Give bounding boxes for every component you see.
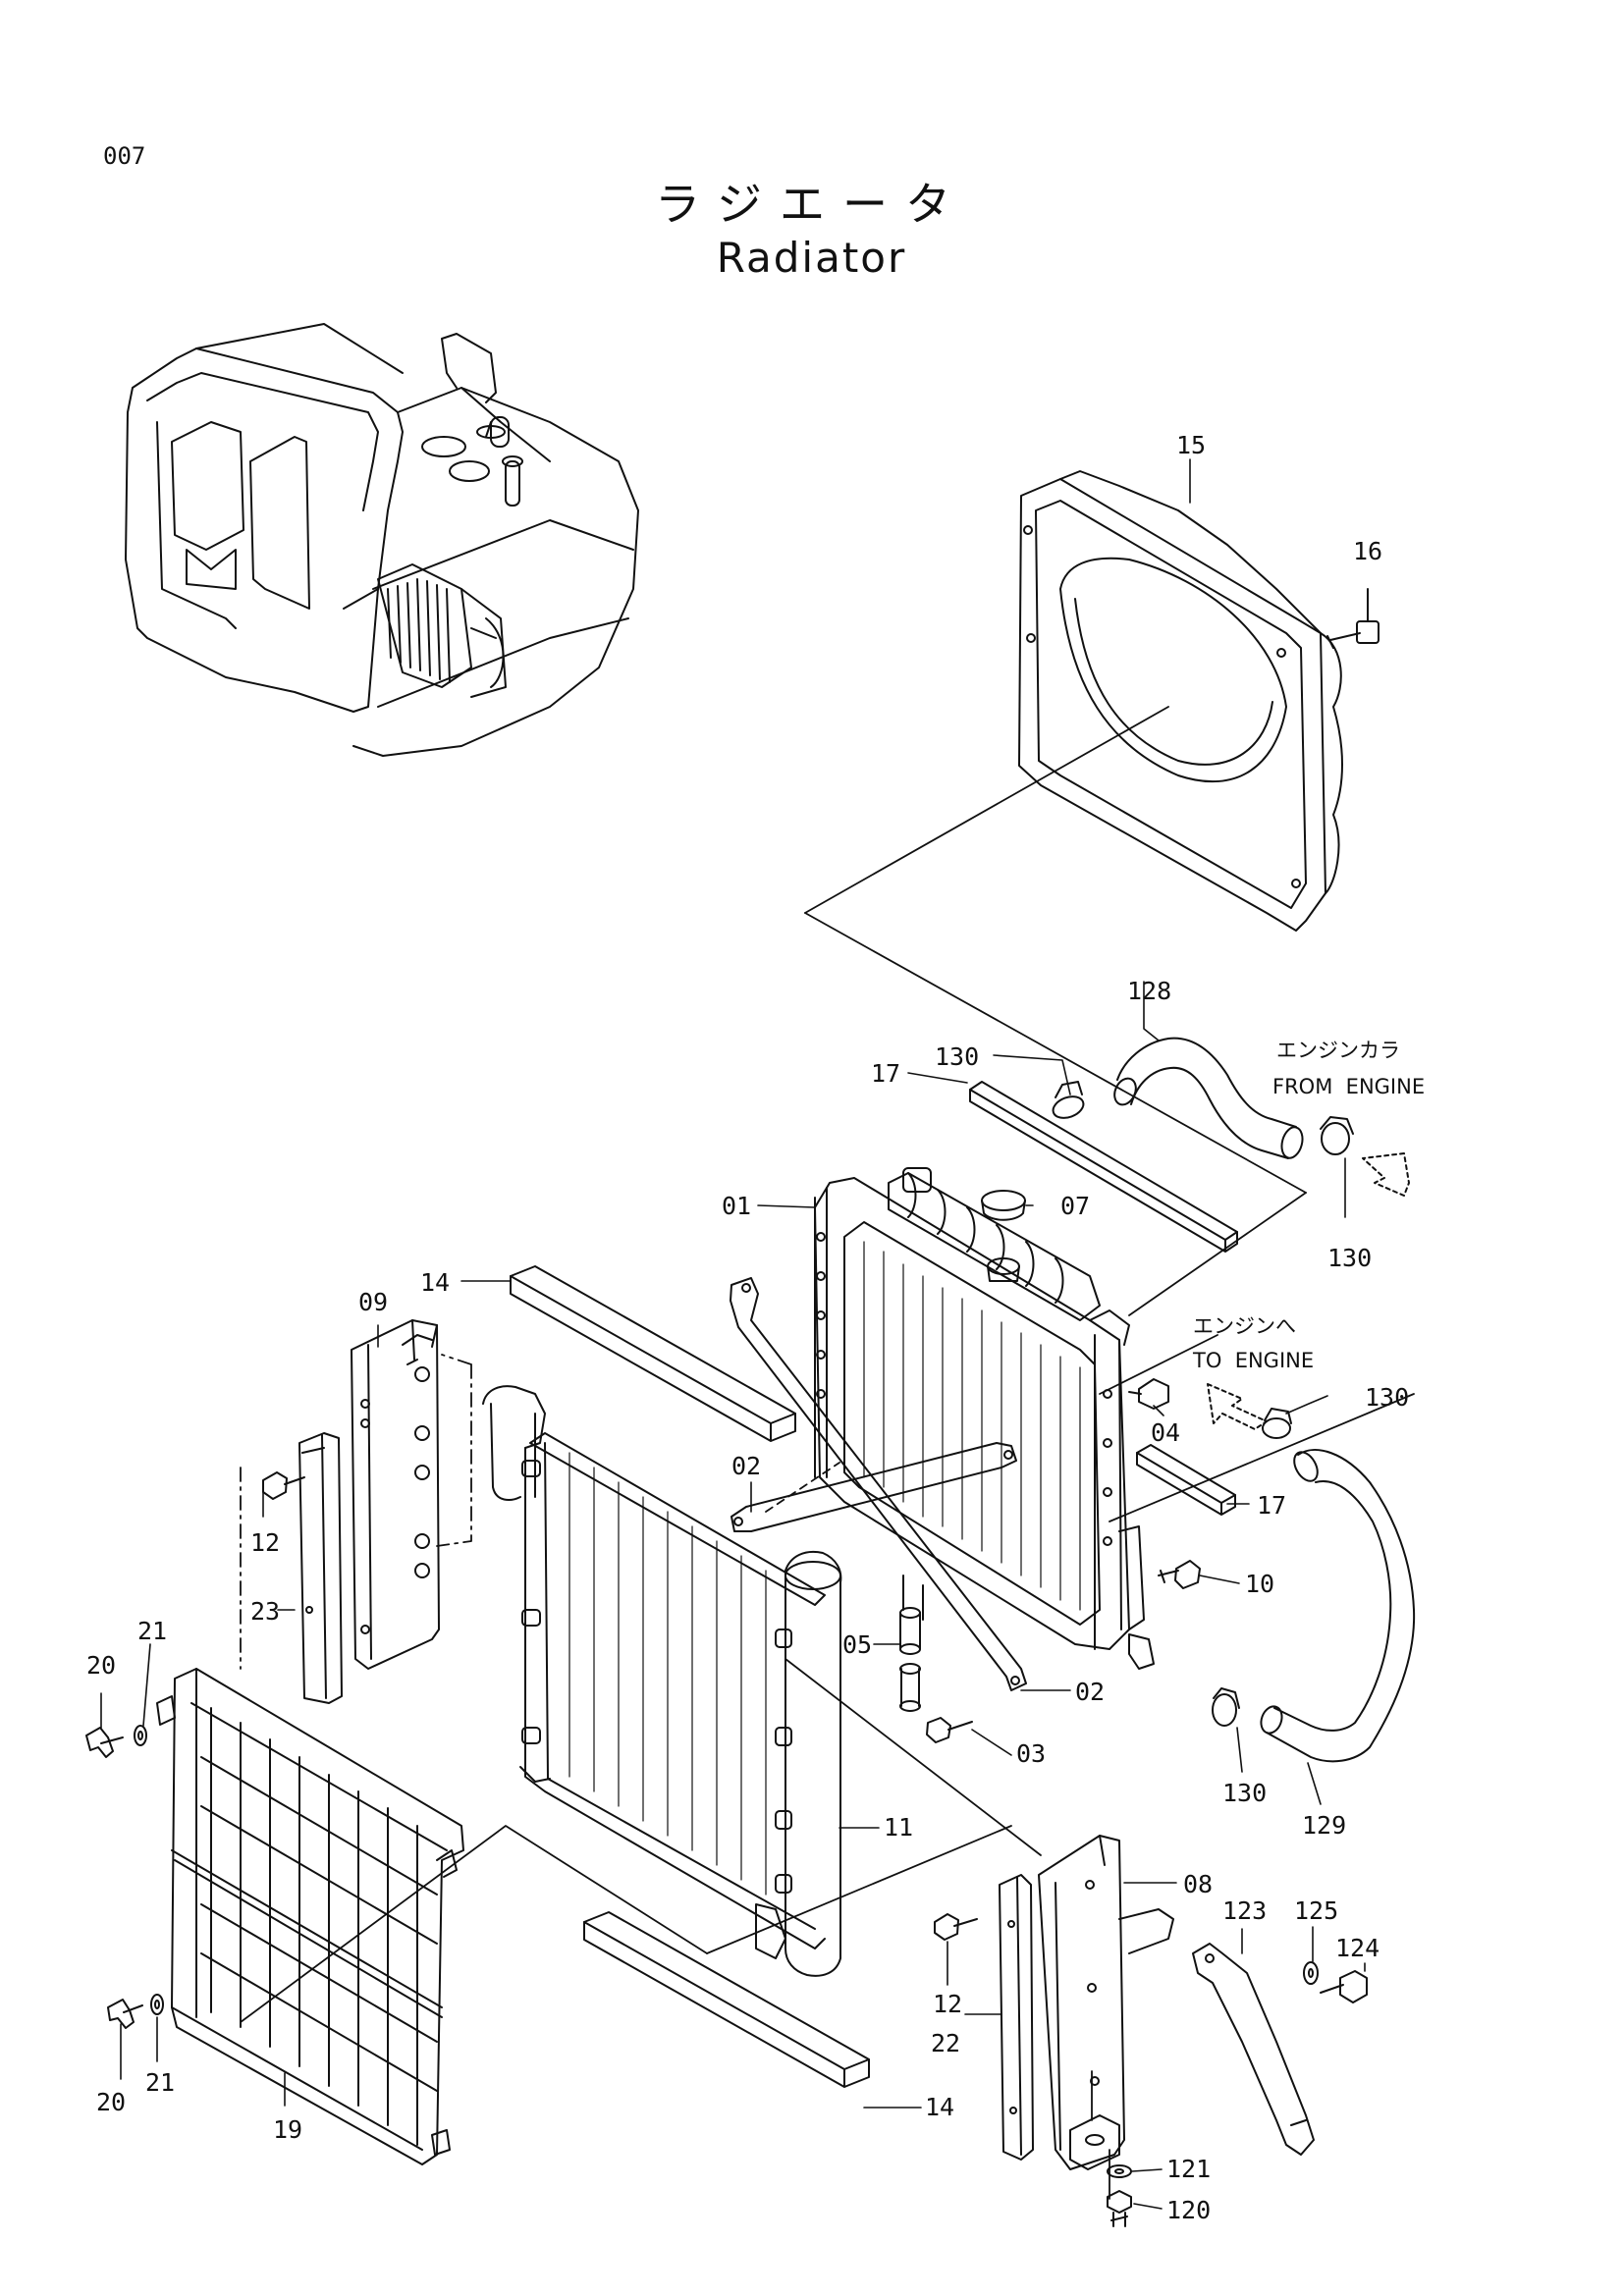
part-21-washer-lower — [150, 1994, 164, 2015]
title-japanese: ラジエータ — [654, 178, 969, 231]
callout-20-lower: 20 — [96, 2088, 126, 2116]
callout-19: 19 — [273, 2115, 302, 2144]
callout-21-lower: 21 — [145, 2068, 175, 2097]
callout-15: 15 — [1176, 431, 1206, 459]
callout-128: 128 — [1127, 977, 1171, 1005]
part-12-bolt-upper — [262, 1471, 305, 1500]
part-20-knob-lower — [107, 1999, 143, 2029]
part-130-clamp-a — [1052, 1081, 1085, 1119]
part-128-upper-hose — [1113, 1037, 1304, 1159]
part-14-seal-upper — [510, 1265, 796, 1442]
note-to-engine-jp: エンジンへ — [1193, 1314, 1296, 1338]
page-number: 007 — [103, 142, 146, 170]
callout-120: 120 — [1166, 2196, 1211, 2224]
part-10-bolt — [1158, 1560, 1201, 1589]
part-23-seal-strip — [298, 1432, 343, 1704]
flow-arrow-from-engine — [1362, 1152, 1410, 1197]
callout-05: 05 — [842, 1630, 872, 1659]
part-16-bolt — [1326, 588, 1380, 649]
part-130-clamp-b — [1320, 1116, 1354, 1155]
callout-130-bottom: 130 — [1222, 1779, 1267, 1807]
callout-02-lower: 02 — [1075, 1678, 1105, 1706]
part-01-radiator — [814, 1167, 1155, 1670]
callout-03: 03 — [1016, 1739, 1046, 1768]
callout-11: 11 — [884, 1813, 913, 1842]
title-english: Radiator — [716, 234, 907, 282]
callout-130-top: 130 — [935, 1042, 979, 1071]
part-125-washer — [1303, 1961, 1319, 1985]
note-from-engine-jp: エンジンカラ — [1276, 1039, 1400, 1062]
part-15-fan-shroud — [1018, 470, 1343, 932]
callout-14-lower: 14 — [925, 2093, 954, 2121]
callout-14-upper: 14 — [420, 1268, 450, 1297]
part-17-seal-lower — [1136, 1444, 1236, 1516]
part-121-washer — [1107, 2164, 1132, 2178]
callout-130-right: 130 — [1327, 1244, 1372, 1272]
part-20-knob-upper — [85, 1727, 124, 1758]
note-from-engine-en: FROM ENGINE — [1272, 1075, 1425, 1098]
callout-121: 121 — [1166, 2155, 1211, 2183]
callout-124: 124 — [1335, 1934, 1380, 1962]
callout-12-upper: 12 — [250, 1528, 280, 1557]
callout-125: 125 — [1294, 1896, 1338, 1925]
callout-08: 08 — [1183, 1870, 1213, 1898]
part-08-bracket — [1038, 1835, 1174, 2170]
part-05-drain-hose — [899, 1607, 921, 1712]
excavator-overview — [125, 323, 639, 757]
callout-07: 07 — [1060, 1192, 1090, 1220]
part-17-seal-upper — [969, 1081, 1238, 1253]
callout-129: 129 — [1302, 1811, 1346, 1840]
callout-23: 23 — [250, 1597, 280, 1626]
callout-leaders — [100, 458, 1366, 2210]
part-19-screen — [156, 1668, 464, 2165]
part-14-seal-lower — [583, 1911, 870, 2088]
part-21-washer-upper — [134, 1725, 147, 1746]
callout-130-mid: 130 — [1365, 1383, 1409, 1412]
part-11-oil-cooler — [482, 1385, 842, 1977]
part-130-clamp-d — [1212, 1687, 1240, 1727]
part-129-lower-hose — [1260, 1449, 1416, 1763]
callout-22: 22 — [931, 2029, 960, 2057]
part-12-bolt-lower — [934, 1913, 978, 1941]
callout-21-upper: 21 — [137, 1617, 167, 1645]
part-120-bolt — [1107, 2190, 1132, 2227]
callout-123: 123 — [1222, 1896, 1267, 1925]
callout-20-upper: 20 — [86, 1651, 116, 1680]
callout-10: 10 — [1245, 1570, 1274, 1598]
callout-09: 09 — [358, 1288, 388, 1316]
flow-arrow-to-engine — [1207, 1383, 1268, 1430]
part-22-seal-strip — [999, 1874, 1034, 2161]
note-to-engine-en: TO ENGINE — [1192, 1349, 1314, 1372]
callout-16: 16 — [1353, 537, 1382, 565]
part-123-stay — [1192, 1943, 1315, 2156]
callout-04: 04 — [1151, 1418, 1180, 1447]
callout-17-lower: 17 — [1257, 1491, 1286, 1520]
part-03-bolt — [926, 1717, 973, 1743]
part-130-clamp-c — [1262, 1408, 1292, 1439]
flow-notes: エンジンカラ FROM ENGINE エンジンへ TO ENGINE — [1192, 1039, 1425, 1372]
callout-labels: 15 16 128 130 17 01 07 130 14 09 04 130 … — [86, 431, 1409, 2224]
part-07-radiator-cap — [981, 1190, 1026, 1282]
callout-17-upper: 17 — [871, 1059, 900, 1088]
part-124-bolt — [1320, 1970, 1368, 2003]
callout-12-lower: 12 — [933, 1990, 962, 2018]
part-02-stays — [730, 1277, 1027, 1691]
part-04-bolt — [1128, 1378, 1169, 1410]
part-09-bracket — [351, 1319, 440, 1670]
callout-02-upper: 02 — [731, 1452, 761, 1480]
callout-01: 01 — [722, 1192, 751, 1220]
